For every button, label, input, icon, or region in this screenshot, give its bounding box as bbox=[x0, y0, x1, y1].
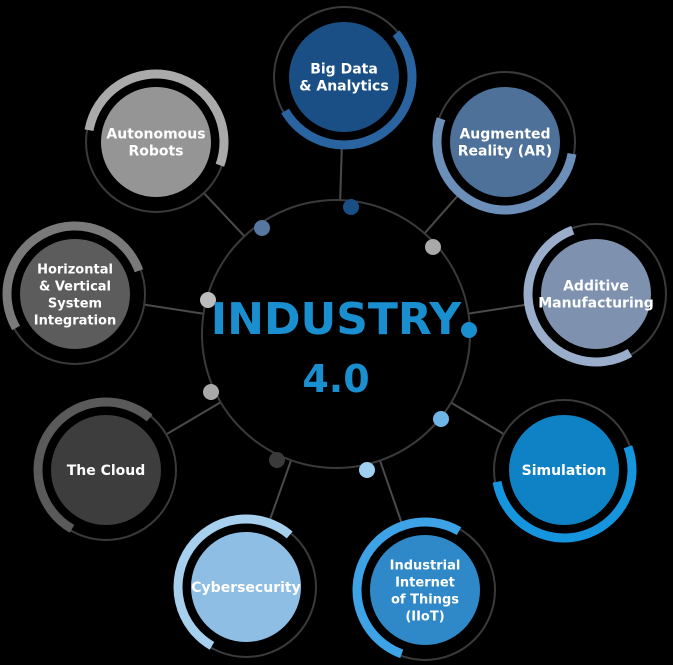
node-disc bbox=[101, 87, 211, 197]
spoke-cybersecurity bbox=[268, 459, 293, 522]
center-title-line1: INDUSTRY bbox=[211, 294, 463, 345]
spoke-the-cloud bbox=[165, 401, 222, 436]
hub-dot bbox=[203, 384, 219, 400]
node-disc bbox=[191, 532, 301, 642]
hub-dot bbox=[461, 322, 477, 338]
spoke-iiot bbox=[379, 460, 403, 525]
node-label-line: Augmented bbox=[459, 127, 550, 143]
spokes-layer bbox=[144, 146, 527, 525]
hub-dot bbox=[200, 292, 216, 308]
node-label-line: System bbox=[48, 297, 102, 312]
node-disc bbox=[450, 87, 560, 197]
node-label-line: of Things bbox=[391, 593, 459, 608]
hub-dot bbox=[359, 462, 375, 478]
node-accent-arc bbox=[492, 445, 637, 543]
node-label-line: Big Data bbox=[310, 62, 378, 78]
node-disc bbox=[541, 239, 651, 349]
node-simulation: Simulation bbox=[492, 399, 637, 543]
node-disc bbox=[20, 239, 130, 349]
node-label-line: Simulation bbox=[522, 463, 607, 479]
node-accent-arc bbox=[84, 69, 229, 167]
center-title-line2: 4.0 bbox=[302, 357, 369, 401]
node-accent-arc bbox=[523, 225, 633, 367]
spoke-big-data bbox=[339, 146, 343, 201]
node-label-line: Manufacturing bbox=[538, 296, 654, 312]
hub-dot bbox=[433, 411, 449, 427]
node-disc bbox=[51, 415, 161, 525]
node-accent-arc bbox=[352, 517, 462, 659]
spoke-simulation bbox=[450, 401, 505, 435]
dots-layer bbox=[200, 199, 477, 478]
node-label-line: Robots bbox=[128, 144, 183, 160]
node-label-line: & Analytics bbox=[299, 79, 388, 95]
spoke-autonomous-robots bbox=[203, 192, 246, 237]
hub-dot bbox=[343, 199, 359, 215]
hub-dot bbox=[254, 220, 270, 236]
node-label-line: Integration bbox=[34, 314, 116, 329]
node-label-line: Autonomous bbox=[106, 127, 205, 143]
node-big-data: Big Data& Analytics bbox=[273, 6, 417, 150]
node-label-line: The Cloud bbox=[67, 463, 146, 479]
node-label-line: Internet bbox=[395, 576, 455, 591]
node-label-line: Horizontal bbox=[37, 263, 113, 278]
spoke-additive-manufacturing bbox=[468, 303, 527, 315]
node-label-line: & Vertical bbox=[39, 280, 111, 295]
node-accent-arc bbox=[33, 397, 153, 533]
spoke-horizontal-vertical bbox=[144, 303, 204, 315]
spoke-augmented-reality bbox=[423, 193, 460, 235]
node-accent-arc bbox=[2, 221, 144, 331]
node-accent-arc bbox=[173, 514, 293, 650]
node-disc bbox=[509, 415, 619, 525]
hub-dot bbox=[425, 239, 441, 255]
node-label-line: (IIoT) bbox=[405, 610, 444, 625]
node-accent-arc bbox=[432, 117, 577, 215]
node-accent-arc bbox=[281, 30, 417, 150]
node-label-line: Industrial bbox=[390, 559, 461, 574]
node-the-cloud: The Cloud bbox=[33, 397, 177, 541]
node-label-line: Additive bbox=[563, 279, 629, 295]
node-disc bbox=[289, 22, 399, 132]
node-cybersecurity: Cybersecurity bbox=[173, 514, 317, 658]
node-disc bbox=[370, 535, 480, 645]
node-label-line: Reality (AR) bbox=[458, 144, 552, 160]
node-label-line: Cybersecurity bbox=[191, 580, 300, 596]
hub-dot bbox=[269, 452, 285, 468]
